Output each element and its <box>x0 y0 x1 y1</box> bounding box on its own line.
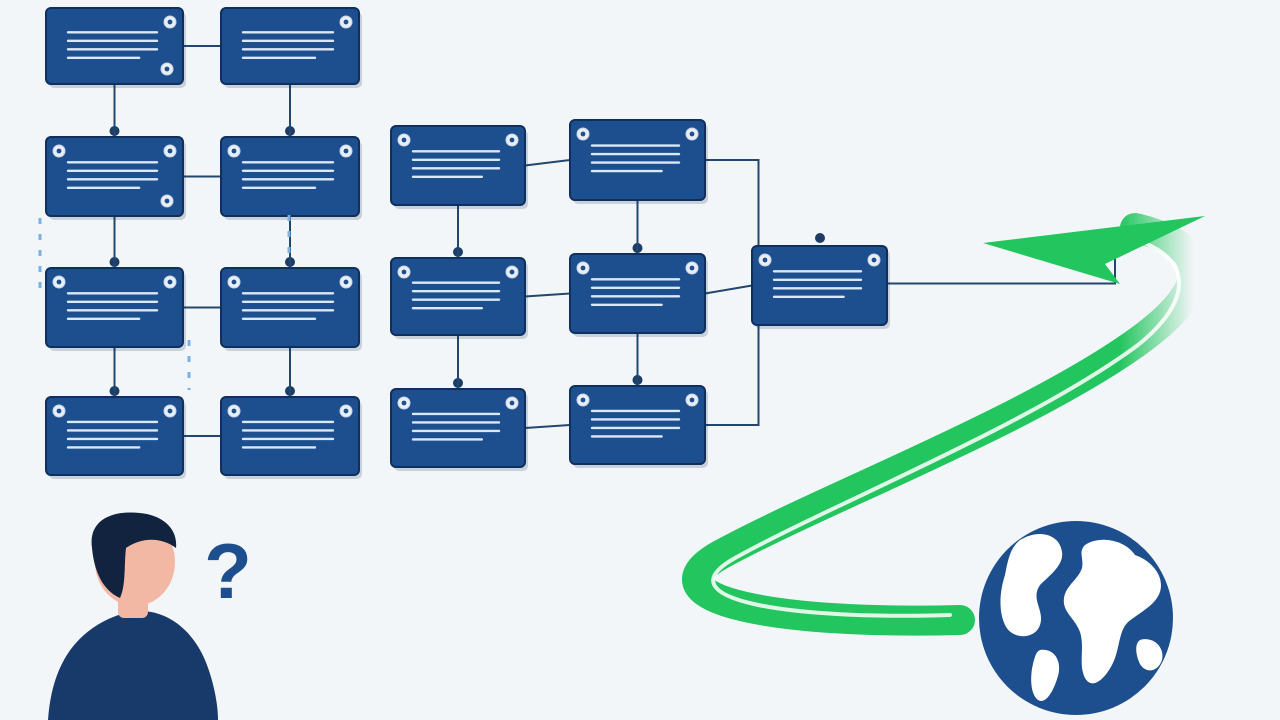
node-badge-dot <box>343 19 349 25</box>
connector-line <box>705 159 760 287</box>
node-badge-dot <box>871 257 877 263</box>
node-badge-dot <box>167 279 173 285</box>
flowchart-node <box>390 125 528 209</box>
node-badge-dot <box>689 397 695 403</box>
node-box <box>45 396 184 476</box>
node-badge-dot <box>56 148 62 154</box>
node-box <box>45 267 184 348</box>
connector-line <box>705 284 760 426</box>
node-badge-dot <box>164 198 170 204</box>
globe-icon <box>979 521 1173 715</box>
node-box <box>569 119 706 201</box>
flowchart-node <box>390 388 528 471</box>
green-swoosh-arrow <box>682 213 1209 636</box>
node-badge-dot <box>343 279 349 285</box>
flowchart-node <box>45 267 186 351</box>
flowchart-node <box>45 7 186 88</box>
flowchart-node <box>569 253 708 337</box>
flowchart-node <box>569 119 708 204</box>
node-badge-dot <box>167 19 173 25</box>
connector-line <box>524 292 571 298</box>
connector-line <box>524 159 571 167</box>
node-badge-dot <box>56 408 62 414</box>
node-badge-dot <box>167 148 173 154</box>
node-badge-dot <box>580 265 586 271</box>
flowchart-node <box>45 136 186 220</box>
flowchart-node <box>751 245 890 329</box>
swoosh-arrow-body <box>682 213 1209 636</box>
node-badge-dot <box>401 269 407 275</box>
connector-line <box>704 284 753 295</box>
node-badge-dot <box>343 148 349 154</box>
node-badge-dot <box>164 66 170 72</box>
flowchart-node <box>45 396 186 479</box>
node-box <box>751 245 888 326</box>
node-box <box>45 136 184 217</box>
person-hair <box>91 512 177 598</box>
flowchart-node <box>220 136 362 220</box>
node-badge-dot <box>401 137 407 143</box>
connector-layer <box>109 45 1116 437</box>
node-badge-dot <box>231 148 237 154</box>
node-badge-dot <box>231 408 237 414</box>
node-box <box>220 7 360 85</box>
node-badge-dot <box>509 269 515 275</box>
flowchart-node <box>220 7 362 88</box>
node-box <box>569 253 706 334</box>
flowchart-node <box>220 396 362 479</box>
node-badge-dot <box>56 279 62 285</box>
swoosh-arrow-inner-line <box>711 234 1181 618</box>
node-box <box>220 136 360 217</box>
node-badge-dot <box>762 257 768 263</box>
node-badge-dot <box>167 408 173 414</box>
node-badge-dot <box>509 137 515 143</box>
node-badge-dot <box>689 265 695 271</box>
node-badge-dot <box>231 279 237 285</box>
node-box <box>390 125 526 206</box>
node-badge-dot <box>580 397 586 403</box>
person-shirt <box>48 610 218 720</box>
node-box <box>220 396 360 476</box>
node-badge-dot <box>580 131 586 137</box>
connector-joint <box>815 233 825 243</box>
node-box <box>220 267 360 348</box>
node-badge-dot <box>401 400 407 406</box>
confused-person-illustration: ? <box>48 512 252 720</box>
node-box <box>390 257 526 336</box>
node-box <box>45 7 184 85</box>
flowchart-node <box>220 267 362 351</box>
node-badge-dot <box>689 131 695 137</box>
node-layer <box>45 7 890 479</box>
connector-line <box>524 424 571 429</box>
node-box <box>390 388 526 468</box>
connector-to-arrow <box>887 248 1116 285</box>
flowchart-node <box>569 385 708 468</box>
node-badge-dot <box>509 400 515 406</box>
swoosh-arrow-head <box>983 216 1205 284</box>
node-box <box>569 385 706 465</box>
node-badge-dot <box>343 408 349 414</box>
question-mark-icon: ? <box>204 527 252 615</box>
flowchart-node <box>390 257 528 339</box>
